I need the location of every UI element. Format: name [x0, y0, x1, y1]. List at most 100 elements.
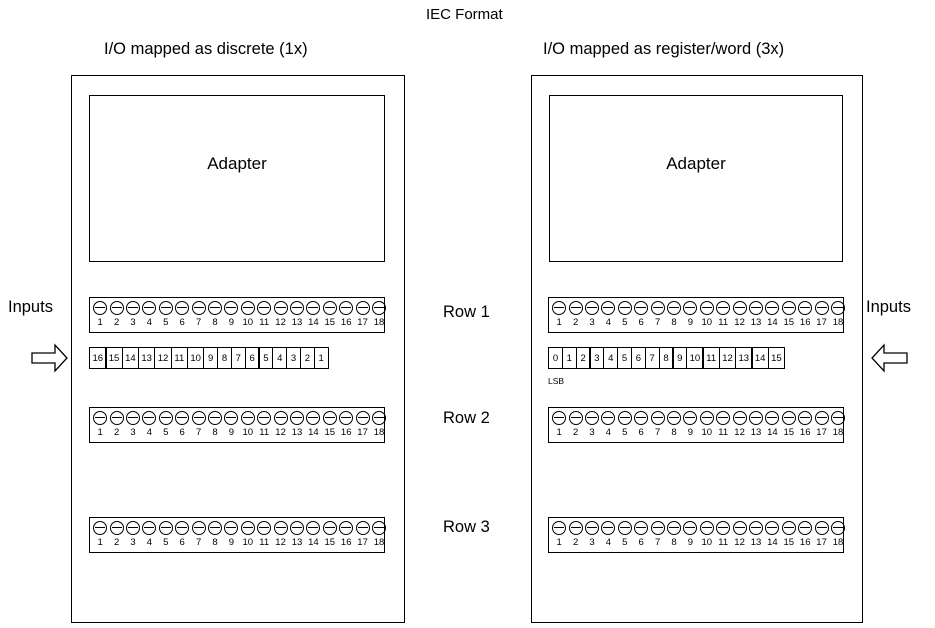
- terminal-number: 16: [340, 537, 352, 548]
- screw-icon: [814, 411, 829, 425]
- screw-terminal: 15: [322, 408, 338, 442]
- left-inputs-label: Inputs: [8, 298, 53, 316]
- screw-icon: [666, 521, 681, 535]
- terminal-number: 2: [572, 537, 579, 548]
- terminal-number: 14: [308, 427, 319, 438]
- terminal-number: 6: [638, 317, 644, 328]
- screw-icon: [142, 301, 157, 315]
- screw-terminal: 18: [371, 518, 387, 552]
- screw-terminal: 8: [207, 298, 223, 332]
- terminal-number: 13: [750, 537, 762, 548]
- screw-terminal: 18: [830, 298, 846, 332]
- bit-cell: 8: [217, 347, 232, 369]
- screw-terminal: 3: [125, 408, 141, 442]
- screw-terminal: 3: [584, 518, 600, 552]
- screw-terminal: 17: [354, 408, 370, 442]
- screw-terminal: 5: [617, 408, 633, 442]
- screw-icon: [125, 521, 140, 535]
- screw-icon: [552, 301, 567, 315]
- terminal-number: 18: [373, 537, 385, 548]
- terminal-number: 8: [671, 427, 677, 438]
- screw-icon: [142, 411, 157, 425]
- screw-icon: [142, 521, 157, 535]
- terminal-number: 15: [324, 537, 336, 548]
- bit-cell: 2: [575, 347, 591, 369]
- screw-terminal: 2: [567, 298, 583, 332]
- terminal-number: 9: [687, 317, 694, 328]
- screw-icon: [322, 411, 337, 425]
- bit-cell: 6: [244, 347, 260, 369]
- screw-terminal: 17: [813, 518, 829, 552]
- terminal-number: 7: [195, 537, 202, 548]
- screw-terminal: 6: [174, 408, 190, 442]
- screw-terminal: 15: [322, 298, 338, 332]
- screw-terminal: 14: [764, 518, 780, 552]
- screw-icon: [781, 411, 796, 425]
- screw-icon: [814, 521, 829, 535]
- screw-icon: [650, 521, 665, 535]
- bit-cell: 11: [170, 347, 189, 369]
- screw-terminal: 8: [666, 408, 682, 442]
- screw-icon: [634, 521, 649, 535]
- screw-terminal: 12: [731, 408, 747, 442]
- bit-cell: 9: [203, 347, 219, 369]
- screw-terminal: 8: [666, 298, 682, 332]
- terminal-number: 4: [146, 427, 153, 438]
- screw-terminal: 10: [699, 518, 715, 552]
- bit-cell: 9: [672, 347, 688, 369]
- terminal-number: 10: [701, 317, 713, 328]
- terminal-number: 12: [734, 317, 745, 328]
- terminal-number: 1: [97, 537, 103, 548]
- right-adapter-label: Adapter: [666, 154, 726, 173]
- terminal-number: 18: [832, 537, 844, 548]
- bit-cell: 13: [137, 347, 156, 369]
- terminal-number: 4: [146, 537, 153, 548]
- screw-icon: [207, 411, 222, 425]
- screw-icon: [732, 521, 747, 535]
- terminal-number: 12: [734, 427, 745, 438]
- terminal-number: 13: [291, 537, 303, 548]
- screw-terminal: 16: [338, 298, 354, 332]
- terminal-number: 8: [212, 317, 218, 328]
- screw-terminal: 17: [813, 408, 829, 442]
- screw-terminal: 4: [141, 298, 157, 332]
- screw-icon: [765, 521, 780, 535]
- screw-icon: [175, 301, 190, 315]
- screw-icon: [683, 301, 698, 315]
- terminal-number: 16: [799, 537, 811, 548]
- terminal-number: 7: [654, 317, 661, 328]
- left-arrow-icon: [871, 343, 908, 373]
- screw-icon: [634, 411, 649, 425]
- screw-icon: [716, 521, 731, 535]
- terminal-number: 14: [767, 427, 778, 438]
- terminal-number: 12: [734, 537, 745, 548]
- screw-icon: [371, 521, 386, 535]
- bit-cell: 14: [751, 347, 769, 369]
- diagram-title: IEC Format: [426, 6, 503, 23]
- screw-icon: [273, 411, 288, 425]
- screw-icon: [830, 411, 845, 425]
- terminal-number: 2: [572, 317, 579, 328]
- bit-cell: 4: [603, 347, 619, 369]
- screw-icon: [748, 411, 763, 425]
- screw-icon: [716, 301, 731, 315]
- terminal-number: 6: [638, 537, 644, 548]
- screw-icon: [93, 301, 108, 315]
- screw-terminal: 18: [830, 408, 846, 442]
- screw-terminal: 17: [813, 298, 829, 332]
- screw-terminal: 3: [125, 518, 141, 552]
- bit-cell: 16: [89, 347, 107, 369]
- terminal-number: 8: [671, 537, 677, 548]
- screw-icon: [732, 411, 747, 425]
- terminal-number: 6: [179, 537, 185, 548]
- terminal-number: 7: [195, 317, 202, 328]
- screw-terminal: 18: [830, 518, 846, 552]
- terminal-number: 15: [783, 427, 795, 438]
- screw-terminal: 1: [92, 518, 108, 552]
- terminal-number: 12: [275, 537, 286, 548]
- screw-terminal: 10: [699, 408, 715, 442]
- bit-cell: 1: [313, 347, 329, 369]
